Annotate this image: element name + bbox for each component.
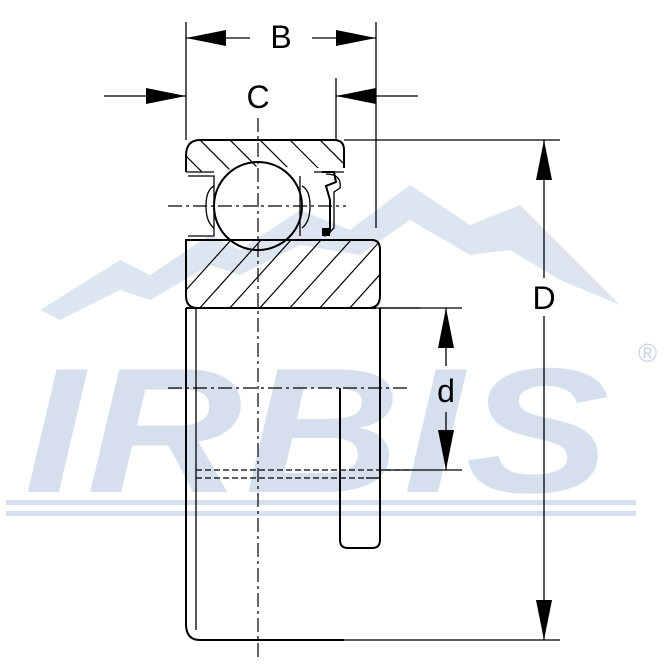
dimension-c-label: C — [246, 79, 269, 115]
center-lines — [168, 118, 410, 660]
inner-ring-section — [185, 239, 381, 309]
outer-ring-section — [185, 139, 345, 173]
dimension-d-bore-label: d — [437, 373, 455, 409]
watermark-underline — [6, 500, 636, 505]
dimension-b-label: B — [270, 19, 291, 55]
watermark: IRBIS ® — [6, 185, 657, 530]
dimension-d-label: D — [532, 280, 555, 316]
dimension-c: C — [104, 79, 418, 115]
watermark-brand: IRBIS — [24, 331, 612, 530]
dimension-d: D — [532, 140, 556, 640]
dimension-d-bore: d — [437, 308, 455, 470]
extension-lines — [185, 22, 560, 641]
dimension-b: B — [186, 19, 376, 55]
watermark-underline-2 — [6, 511, 636, 516]
watermark-registered-mark: ® — [638, 338, 657, 368]
seal — [322, 171, 341, 237]
